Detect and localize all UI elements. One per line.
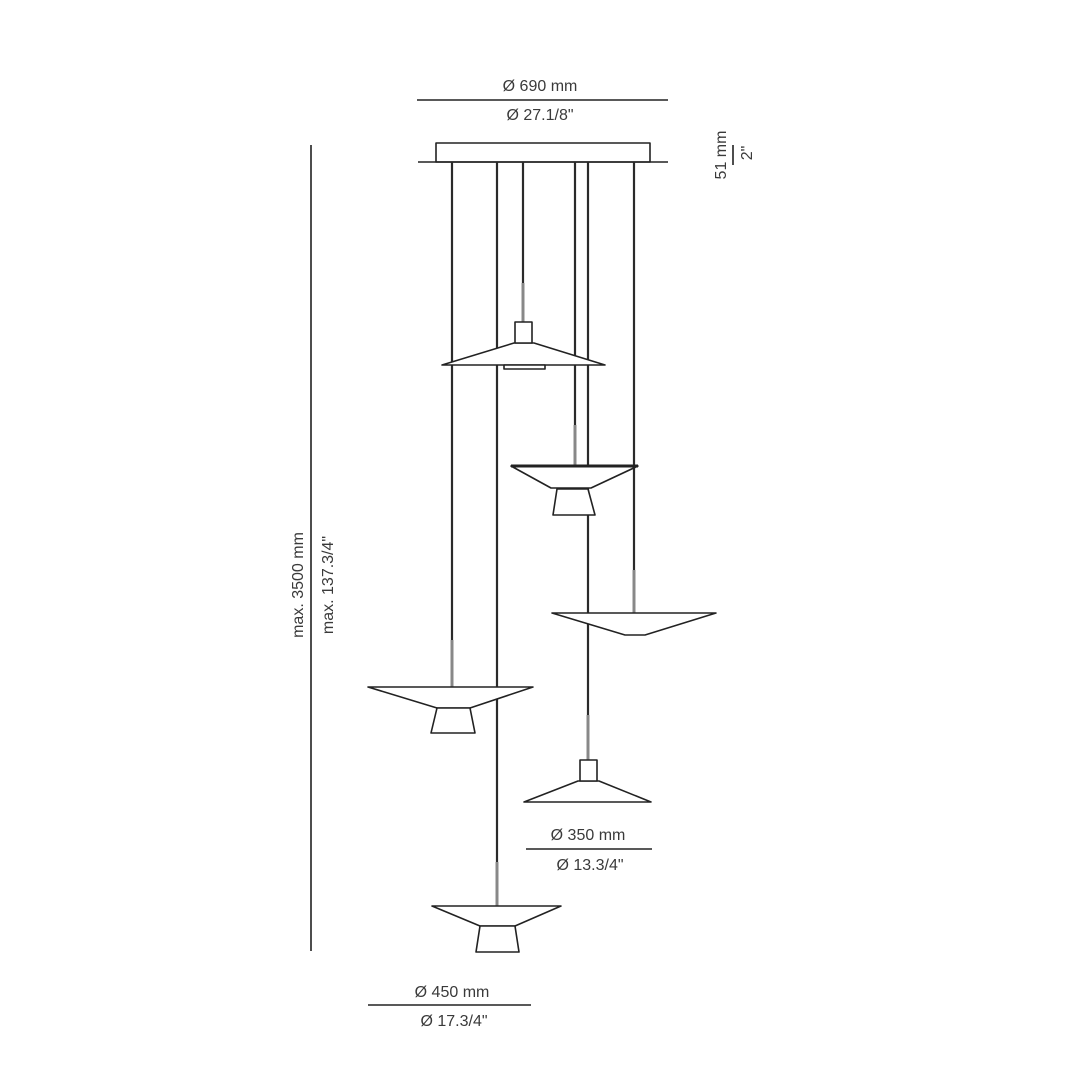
- small-shade-diameter-mm: Ø 350 mm: [551, 827, 626, 844]
- lamp-funnel-left: [367, 686, 534, 734]
- large-shade-diameter-in: Ø 17.3/4": [420, 1013, 487, 1030]
- lamp-cone-small: [523, 759, 652, 803]
- canopy-diameter-in: Ø 27.1/8": [506, 107, 573, 124]
- canopy: [418, 142, 668, 163]
- small-shade-diameter-in: Ø 13.3/4": [556, 857, 623, 874]
- lamp-flat-right: [551, 612, 717, 636]
- canopy-height-in: 2": [739, 146, 756, 161]
- max-height-in: max. 137.3/4": [320, 536, 337, 634]
- max-height-mm: max. 3500 mm: [290, 532, 307, 638]
- lamp-funnel-bottom: [431, 905, 562, 953]
- lamp-funnel-middle: [510, 464, 639, 516]
- lamp-cone-top: [441, 321, 606, 370]
- canopy-height-mm: 51 mm: [713, 131, 730, 180]
- canopy-diameter-mm: Ø 690 mm: [503, 78, 578, 95]
- large-shade-diameter-mm: Ø 450 mm: [415, 984, 490, 1001]
